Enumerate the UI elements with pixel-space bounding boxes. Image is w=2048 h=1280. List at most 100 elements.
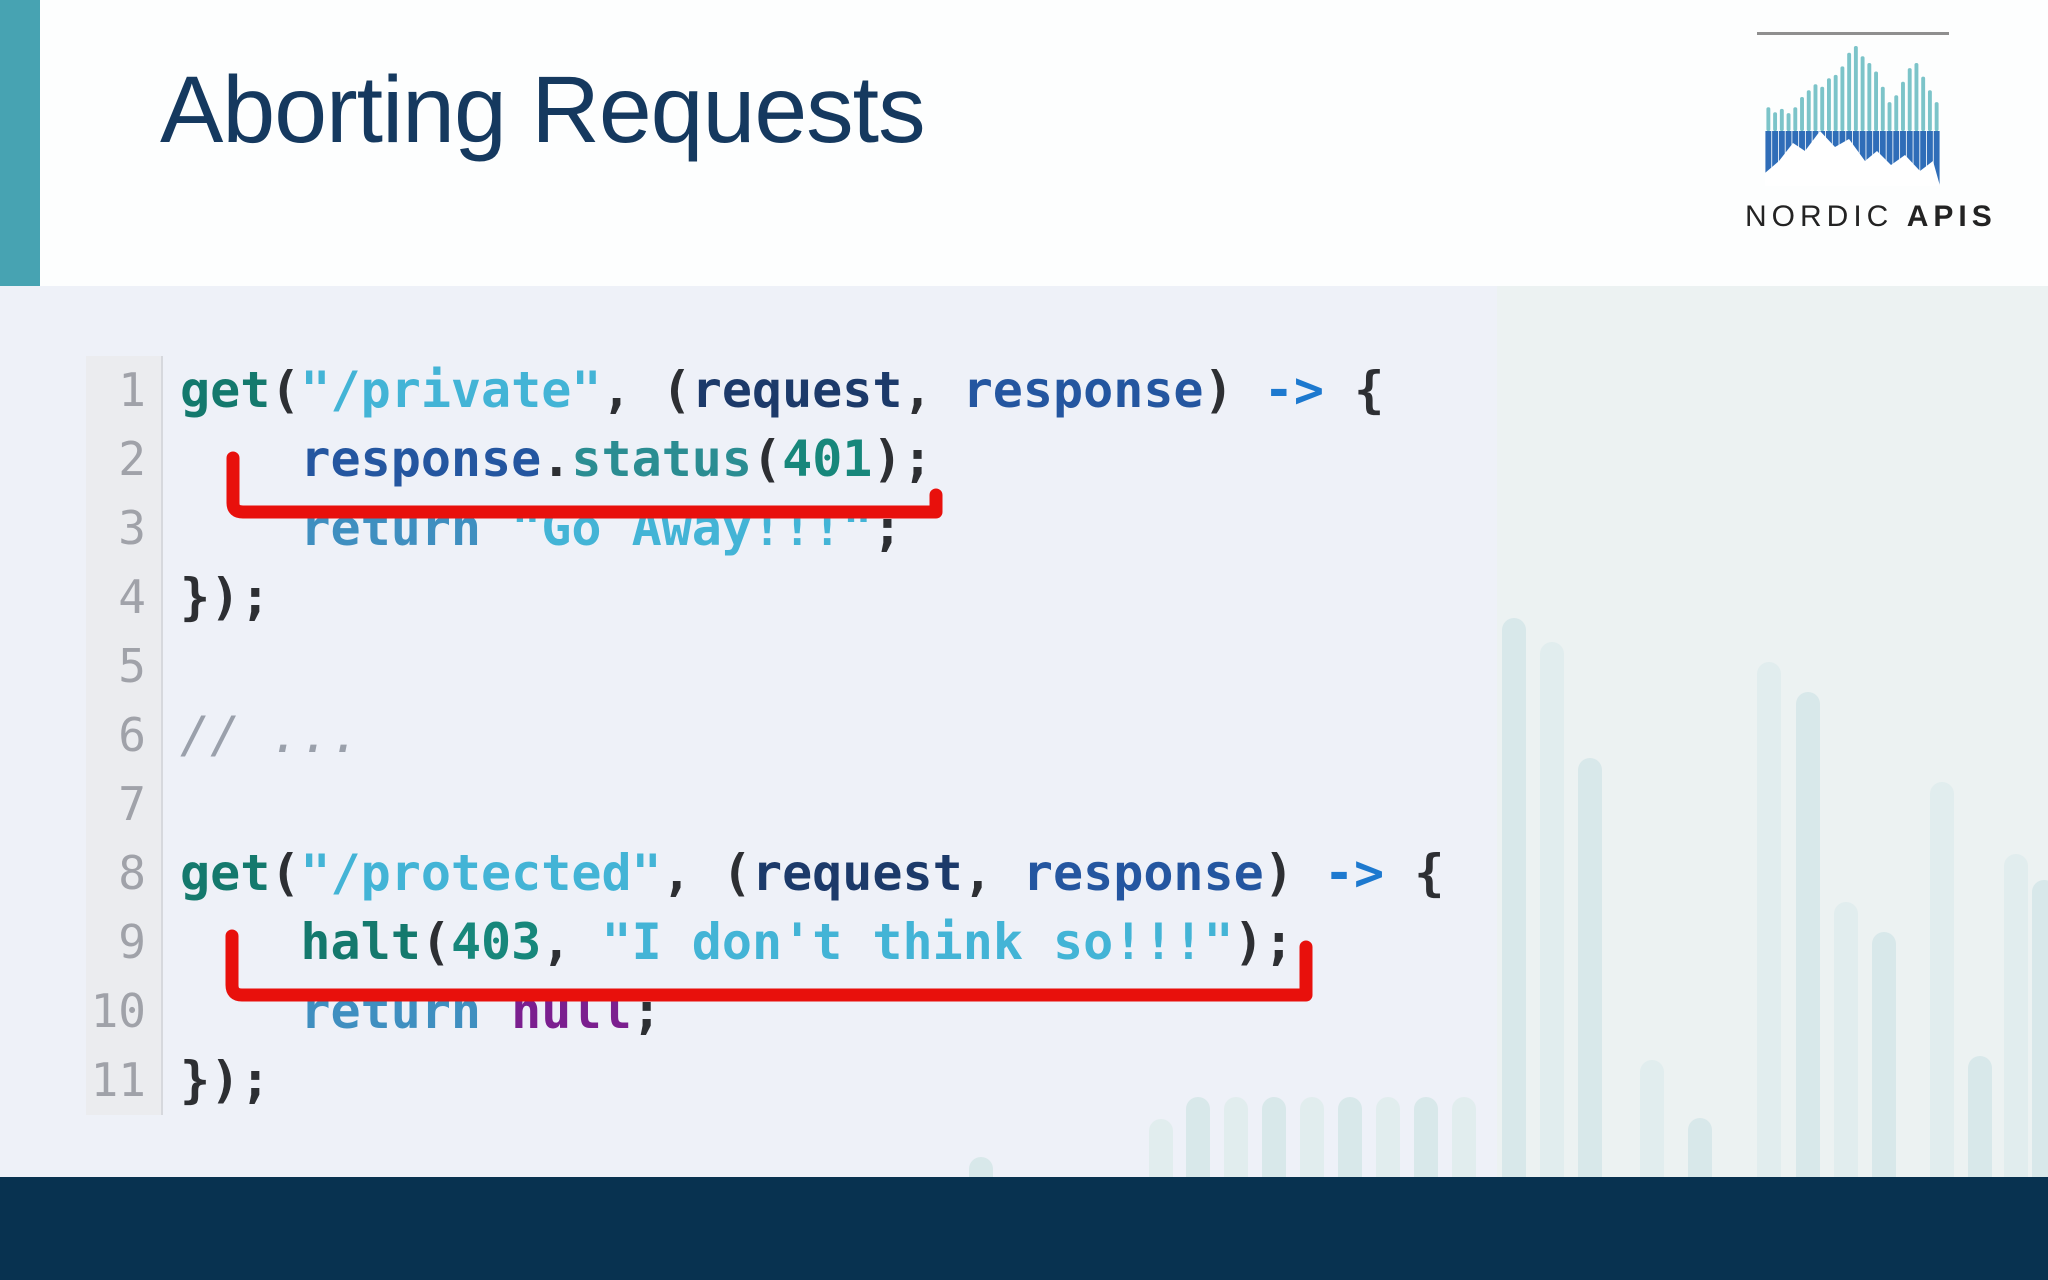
- code-text: response.status(401);: [180, 425, 933, 494]
- logo-top-bar: [1901, 81, 1905, 131]
- decorative-bar: [2032, 880, 2048, 1177]
- line-number: 10: [90, 984, 146, 1038]
- logo-top-bar: [1826, 78, 1831, 131]
- decorative-bar: [1452, 1097, 1476, 1177]
- code-text: return null;: [180, 977, 662, 1046]
- code-token-str: "I don't think so!!!": [601, 913, 1234, 971]
- logo-bottom-bar: [1765, 131, 1772, 186]
- code-row: 11});: [0, 1046, 2048, 1115]
- line-number: 4: [118, 570, 146, 624]
- decorative-bar: [1834, 902, 1858, 1177]
- logo-top-bar: [1793, 107, 1798, 131]
- line-number: 1: [118, 363, 146, 417]
- logo-wordmark: NORDIC APIS: [1745, 200, 1992, 234]
- code-token-pun: {: [1384, 844, 1445, 902]
- code-token-pun: ;: [631, 982, 662, 1040]
- code-text: get("/protected", (request, response) ->…: [180, 839, 1444, 908]
- code-text: halt(403, "I don't think so!!!");: [180, 908, 1293, 977]
- decorative-bar: [969, 1157, 993, 1177]
- code-token-fn: halt: [300, 913, 421, 971]
- logo-top-bar: [1927, 90, 1932, 131]
- code-text: return "Go Away!!!";: [180, 494, 902, 563]
- line-number: 11: [90, 1053, 146, 1107]
- code-token-pun: [180, 982, 300, 1040]
- code-token-kw: return: [300, 982, 482, 1040]
- logo-top-bar: [1813, 84, 1818, 131]
- code-row: 6// ...: [0, 701, 2048, 770]
- logo-top-bar: [1874, 71, 1879, 131]
- code-token-pun: (: [270, 844, 301, 902]
- decorative-bar: [1968, 1056, 1992, 1177]
- line-number: 7: [118, 777, 146, 831]
- decorative-bar: [1149, 1119, 1173, 1177]
- decorative-bar: [1338, 1097, 1362, 1177]
- decorative-bar: [1262, 1097, 1286, 1177]
- logo-word-apis: APIS: [1906, 200, 1997, 233]
- code-token-idb: response: [1022, 844, 1264, 902]
- decorative-bar: [1376, 1097, 1400, 1177]
- code-token-pun: {: [1323, 361, 1385, 419]
- header: [0, 0, 2048, 286]
- decorative-bar: [1796, 692, 1820, 1177]
- decorative-bar: [1300, 1097, 1324, 1177]
- logo-bottom-bar: [1906, 131, 1913, 186]
- code-token-pun: ,: [962, 844, 1023, 902]
- decorative-bar: [1414, 1097, 1438, 1177]
- code-token-str: "/protected": [300, 844, 662, 902]
- logo-top-bar: [1766, 107, 1771, 131]
- code-row: 4});: [0, 563, 2048, 632]
- logo-bottom-bar: [1920, 131, 1927, 186]
- code-token-pun: [481, 499, 511, 557]
- code-token-arr: ->: [1323, 844, 1385, 902]
- logo-top-bar: [1867, 63, 1872, 131]
- code-token-idd: request: [751, 844, 963, 902]
- code-token-pun: (: [270, 361, 301, 419]
- decorative-bar: [1930, 782, 1954, 1177]
- code-token-pun: .: [541, 430, 572, 488]
- code-token-num: 403: [450, 913, 542, 971]
- decorative-bar: [2004, 854, 2028, 1177]
- code-row: 2 response.status(401);: [0, 425, 2048, 494]
- logo-top-bar: [1847, 52, 1852, 131]
- code-panel-background: [0, 286, 1497, 1177]
- line-number: 5: [118, 639, 146, 693]
- decorative-bar: [1502, 618, 1526, 1177]
- code-row: 5: [0, 632, 2048, 701]
- line-number: 8: [118, 846, 146, 900]
- code-token-pun: });: [180, 1051, 271, 1109]
- decorative-bar: [1640, 1060, 1664, 1177]
- decorative-bar: [1578, 758, 1602, 1177]
- code-row: 7: [0, 770, 2048, 839]
- logo-top-bar: [1914, 63, 1919, 131]
- code-token-pun: ,: [902, 361, 963, 419]
- code-text: });: [180, 1046, 270, 1115]
- code-text: get("/private", (request, response) -> {: [180, 356, 1384, 425]
- code-token-pun: [481, 982, 511, 1040]
- code-token-pun: (: [420, 913, 451, 971]
- code-token-nul: null: [511, 982, 632, 1040]
- code-row: 3 return "Go Away!!!";: [0, 494, 2048, 563]
- code-token-idd: request: [691, 361, 903, 419]
- logo-mountain-silhouette: [1765, 131, 1940, 186]
- logo-top-bar: [1860, 56, 1865, 132]
- code-token-pun: );: [872, 430, 933, 488]
- line-number: 2: [118, 432, 146, 486]
- logo-rule: [1757, 32, 1949, 35]
- decorative-bar: [1757, 662, 1781, 1177]
- code-token-pun: ,: [541, 913, 602, 971]
- code-token-fn: get: [180, 361, 271, 419]
- nordic-apis-logo: NORDIC APIS: [1745, 16, 1992, 241]
- footer-bar: [0, 1177, 2048, 1280]
- code-row: 10 return null;: [0, 977, 2048, 1046]
- code-token-num: 401: [782, 430, 873, 488]
- line-number: 3: [118, 501, 146, 555]
- logo-bottom-bar: [1772, 131, 1779, 186]
- decorative-bar: [1186, 1097, 1210, 1177]
- page-title: Aborting Requests: [160, 57, 926, 163]
- code-token-idb: response: [300, 430, 542, 488]
- logo-top-bar: [1894, 95, 1899, 131]
- code-text: // ...: [180, 701, 361, 770]
